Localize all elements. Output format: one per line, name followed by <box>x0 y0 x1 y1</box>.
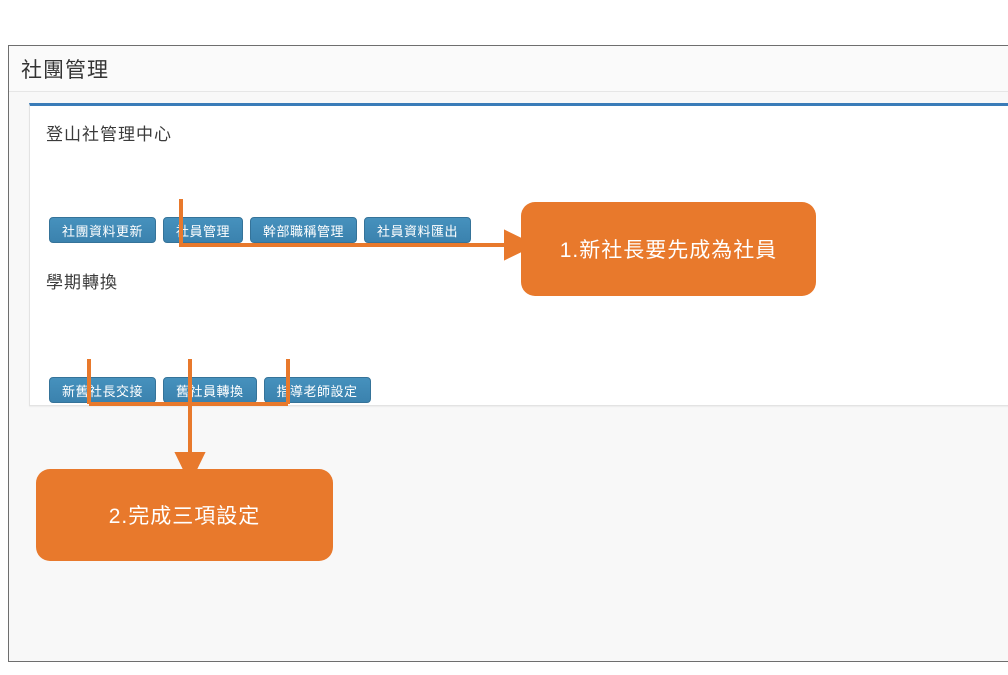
club-management-button-row: 社團資料更新 社員管理 幹部職稱管理 社員資料匯出 <box>49 217 472 243</box>
callout-step-1: 1.新社長要先成為社員 <box>521 202 816 296</box>
term-transition-button-row: 新舊社長交接 舊社員轉換 指導老師設定 <box>49 377 371 403</box>
president-handover-button[interactable]: 新舊社長交接 <box>49 377 157 403</box>
callout-step-2-text: 2.完成三項設定 <box>108 505 261 528</box>
club-management-panel: 登山社管理中心 社團資料更新 社員管理 幹部職稱管理 社員資料匯出 學期轉換 新… <box>29 103 1008 406</box>
officer-title-management-button[interactable]: 幹部職稱管理 <box>250 217 358 243</box>
section-title-club-management: 登山社管理中心 <box>46 125 172 144</box>
club-data-update-button[interactable]: 社團資料更新 <box>49 217 157 243</box>
old-member-transfer-button[interactable]: 舊社員轉換 <box>163 377 257 403</box>
member-management-button[interactable]: 社員管理 <box>163 217 244 243</box>
page-header: 社團管理 <box>9 46 1008 92</box>
section-title-term-transition: 學期轉換 <box>46 273 118 292</box>
page-title: 社團管理 <box>21 59 109 82</box>
callout-step-1-text: 1.新社長要先成為社員 <box>559 239 778 262</box>
advisor-teacher-setting-button[interactable]: 指導老師設定 <box>263 377 371 403</box>
member-data-export-button[interactable]: 社員資料匯出 <box>364 217 472 243</box>
callout-step-2: 2.完成三項設定 <box>36 469 333 561</box>
application-window: 社團管理 登山社管理中心 社團資料更新 社員管理 幹部職稱管理 社員資料匯出 學… <box>8 45 1008 662</box>
